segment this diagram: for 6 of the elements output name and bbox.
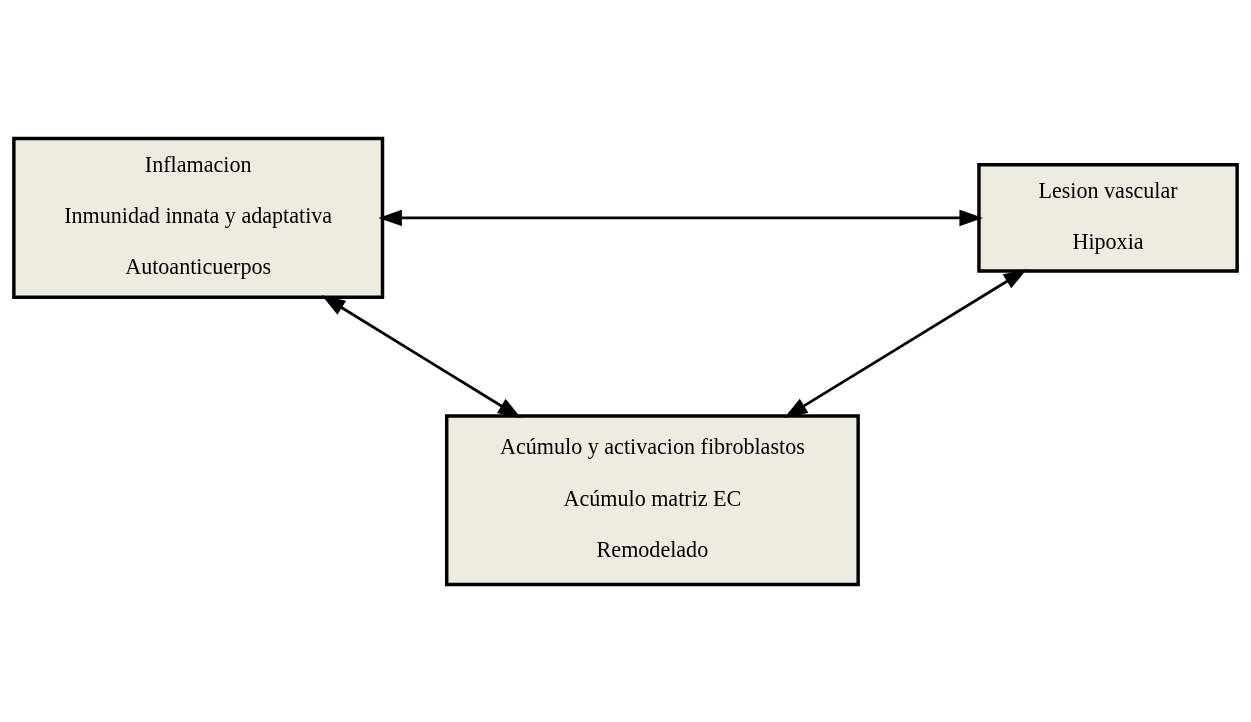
arrow — [378, 209, 983, 226]
node-box: Acúmulo y activacion fibroblastos Acúmulo matriz EC Remodelado — [444, 413, 860, 586]
node-box: Lesion vascular Hipoxia — [977, 162, 1239, 273]
arrow — [784, 268, 1027, 418]
node-box: Inflamacion Inmunidad innata y adaptativa Autoanticuerpos — [12, 136, 385, 299]
arrow — [321, 294, 522, 418]
